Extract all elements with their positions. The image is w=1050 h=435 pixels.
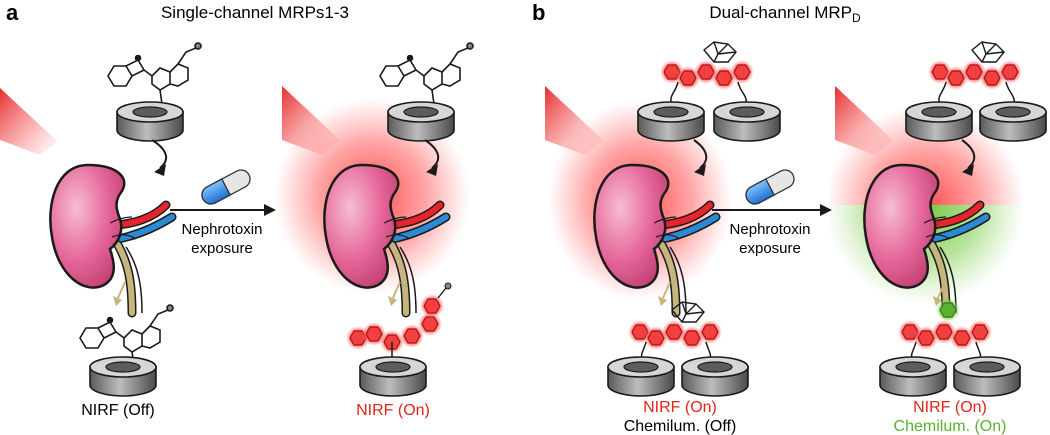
excitation-beam-right-a	[282, 86, 340, 155]
cyclodextrin-top-right-a	[387, 101, 455, 142]
cyclodextrin-b-top-right-2	[979, 101, 1047, 142]
uptake-arrow-b-left	[693, 139, 708, 169]
treatment-label-a-line2: exposure	[191, 240, 253, 257]
probe-molecule-off-top-right	[379, 42, 474, 105]
readout-b-left-chemilum-off: Chemilum. (Off)	[624, 418, 737, 435]
dual-probe-bottom-right	[897, 297, 993, 361]
cyclodextrin-b-top-right-1	[905, 101, 973, 142]
cyclodextrin-b-bottom-right-2	[953, 356, 1021, 397]
cyclodextrin-b-bottom-right-1	[879, 356, 947, 397]
cyclodextrin-b-bottom-left-1	[607, 356, 675, 397]
uptake-arrowhead-right-a	[426, 164, 438, 176]
excitation-beam-b-right	[835, 86, 893, 155]
nephrotoxin-pill-icon	[198, 166, 254, 208]
dual-probe-top-right	[927, 41, 1023, 105]
treatment-label-a-line1: Nephrotoxin	[182, 221, 263, 238]
readout-b-right-chemilum-on: Chemilum. (On)	[894, 418, 1007, 435]
panel-b-title-main: Dual-channel MRP	[709, 3, 852, 22]
uptake-arrow-b-right	[961, 139, 976, 169]
readout-b-right-nirf-on: NIRF (On)	[913, 399, 987, 416]
cyclodextrin-bottom-right-a	[359, 356, 427, 397]
uptake-arrow-left	[151, 139, 168, 169]
uptake-arrow-right-a	[424, 139, 440, 169]
activated-probe-red-a	[345, 282, 452, 358]
treatment-arrowhead-a	[264, 204, 276, 216]
readout-nirf-on-a: NIRF (On)	[356, 402, 430, 419]
kidney-left	[50, 165, 172, 313]
treatment-arrowhead-b	[820, 204, 832, 216]
readout-nirf-off: NIRF (Off)	[81, 402, 154, 419]
excretion-arrow-left	[117, 281, 126, 299]
panel-a: a Single-channel MRPs1-3 NIRF (Off) Neph…	[0, 0, 474, 419]
excretion-arrowhead-left	[113, 296, 122, 306]
treatment-label-b-line2: exposure	[739, 240, 801, 257]
cyclodextrin-b-bottom-left-2	[681, 356, 749, 397]
excretion-arrow-right-a	[392, 281, 401, 299]
nephrotoxin-pill-icon-b	[742, 166, 798, 208]
excretion-arrow-b-right	[937, 281, 946, 299]
excitation-beam-left	[0, 88, 58, 155]
dual-probe-top-left	[659, 41, 755, 105]
treatment-label-b-line1: Nephrotoxin	[730, 221, 811, 238]
excitation-beam-b-left	[545, 86, 603, 155]
cyclodextrin-bottom-left	[89, 356, 157, 397]
panel-b-title: Dual-channel MRPD	[709, 3, 861, 25]
panel-a-title: Single-channel MRPs1-3	[161, 3, 349, 22]
panel-b: b Dual-channel MRPD	[532, 0, 1047, 435]
cyclodextrin-b-top-left-1	[637, 101, 705, 142]
cyclodextrin-top-left	[116, 101, 184, 142]
cyclodextrin-b-top-left-2	[713, 101, 781, 142]
excretion-arrow-b-left	[662, 281, 671, 299]
excretion-arrowhead-right-a	[388, 296, 397, 306]
readout-b-left-nirf-on: NIRF (On)	[643, 399, 717, 416]
panel-b-title-sub: D	[852, 11, 861, 25]
excretion-arrowhead-b-left	[658, 296, 667, 306]
probe-molecule-off-top-left	[107, 42, 202, 105]
excretion-arrowhead-b-right	[933, 296, 942, 306]
panel-a-letter: a	[6, 0, 19, 25]
uptake-arrowhead-b-right	[962, 164, 974, 176]
uptake-arrowhead-left	[154, 164, 166, 176]
panel-b-letter: b	[532, 0, 545, 25]
chemilum-emitter-green	[935, 297, 961, 323]
uptake-arrowhead-b-left	[694, 164, 706, 176]
